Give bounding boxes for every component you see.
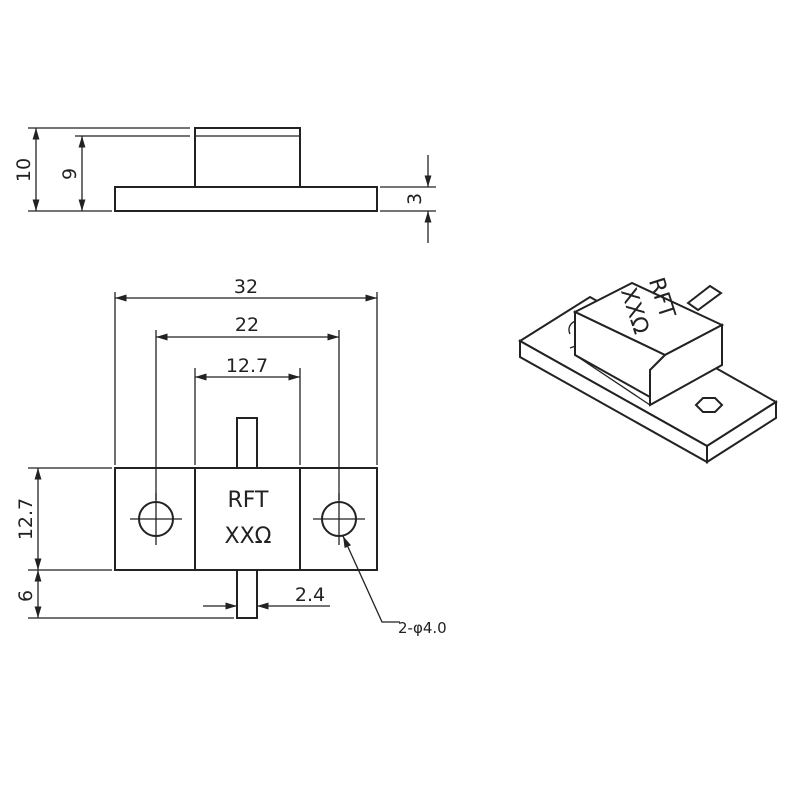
dim-label-10: 10: [13, 158, 35, 182]
mounting-hole-left: [130, 493, 182, 545]
iso-mounting-hole: [694, 397, 724, 413]
body-marking-line2: XXΩ: [225, 524, 272, 549]
hole-note: 2-φ4.0: [398, 619, 447, 637]
iso-flange-right-face: [706, 400, 777, 464]
dim-label-6: 6: [15, 590, 37, 602]
dim-label-3: 3: [404, 193, 426, 205]
top-view: RFT XXΩ 32 22 12.7 12.7 6 2.4: [15, 276, 447, 637]
dim-label-2-4: 2.4: [295, 584, 325, 606]
side-view-body: [194, 127, 301, 187]
iso-body-front: [649, 323, 723, 407]
dim-label-12-7-width: 12.7: [226, 355, 268, 377]
hole-leader-line: [342, 535, 400, 623]
top-view-lower-tab: [236, 570, 258, 619]
dim-label-12-7-depth: 12.7: [15, 498, 37, 540]
isometric-view: RFT XXΩ: [518, 275, 778, 464]
side-view: 10 9 3: [13, 127, 436, 243]
mounting-hole-right: [313, 493, 365, 545]
dim-label-9: 9: [59, 168, 81, 180]
dim-label-32: 32: [234, 276, 258, 298]
body-marking-line1: RFT: [228, 488, 270, 513]
side-view-flange: [114, 186, 378, 212]
dim-label-22: 22: [235, 314, 259, 336]
top-view-upper-tab: [236, 417, 258, 468]
iso-rear-tab: [686, 284, 723, 312]
top-view-body: [194, 467, 301, 571]
